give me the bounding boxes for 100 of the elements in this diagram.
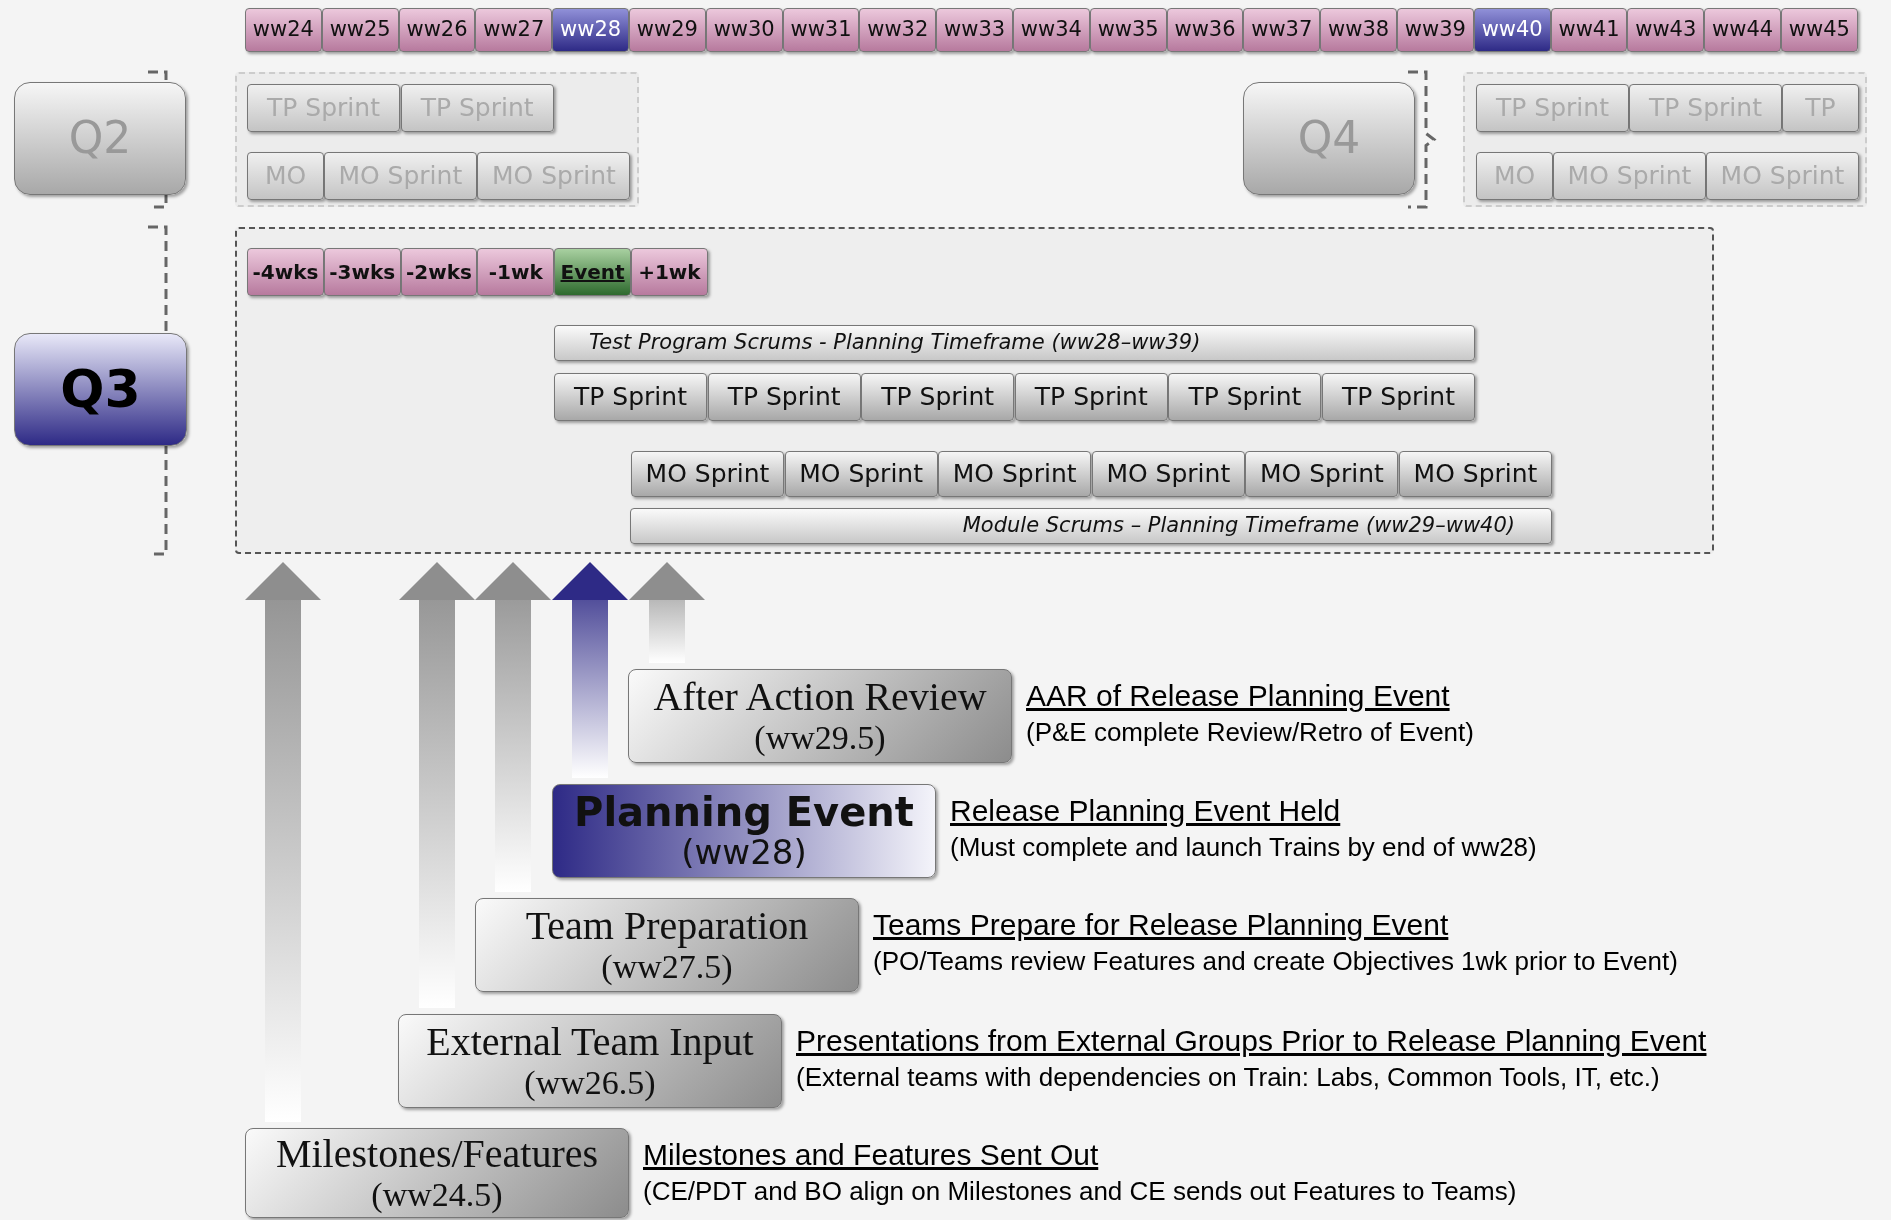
box-label: TP	[1805, 94, 1836, 122]
box-label: MO Sprint	[492, 162, 616, 190]
timeframe-bar	[554, 325, 1475, 361]
quarter-panel	[1463, 72, 1867, 207]
sprint-box	[477, 152, 631, 200]
sprint-box	[1014, 373, 1168, 421]
box-label: -1wk	[488, 261, 543, 283]
sprint-box	[1553, 152, 1706, 200]
week-offset-cell	[631, 248, 708, 296]
sprint-box	[1322, 373, 1475, 421]
box-label: ww38	[1328, 18, 1390, 42]
box-label: MO	[1493, 162, 1536, 190]
description-heading: Presentations from External Groups Prior to Release Planning Event	[796, 1024, 1707, 1058]
milestone-week: (ww27.5)	[601, 948, 733, 986]
box-label: MO	[264, 162, 307, 190]
box-label: ww43	[1635, 18, 1697, 42]
arrow	[399, 562, 475, 1008]
box-label: ww37	[1251, 18, 1313, 42]
arrow	[629, 562, 705, 663]
box-label: TP Sprint	[267, 94, 380, 122]
week-offset-cell	[400, 248, 478, 296]
box-label: TP Sprint	[1034, 383, 1148, 411]
box-label: -4wks	[252, 261, 319, 283]
box-label: MO Sprint	[338, 162, 463, 190]
sprint-box	[938, 451, 1092, 497]
sprint-box	[784, 451, 938, 497]
week-cell	[1397, 8, 1474, 52]
box-label: ww44	[1712, 18, 1774, 42]
week-cell	[1243, 8, 1321, 52]
milestone-week: (ww26.5)	[524, 1064, 656, 1102]
week-cell	[1550, 8, 1628, 52]
box-label: ww30	[713, 18, 775, 42]
sprint-box	[1168, 373, 1322, 421]
description-text: (External teams with dependencies on Train: Labs, Common Tools, IT, etc.)	[796, 1062, 1660, 1093]
milestone-title: Planning Event	[574, 790, 914, 835]
sprint-box	[1629, 84, 1782, 132]
arrow	[245, 562, 321, 1122]
milestone-week: (ww24.5)	[371, 1176, 503, 1214]
box-label: ww39	[1404, 18, 1466, 42]
box-label: MO Sprint	[1720, 162, 1845, 190]
sprint-box	[861, 373, 1015, 421]
box-label: ww35	[1097, 18, 1159, 42]
week-offset-cell	[477, 248, 555, 296]
box-label: MO Sprint	[1106, 460, 1231, 488]
milestone-week: (ww29.5)	[754, 719, 886, 757]
milestone-box	[475, 898, 859, 992]
week-cell	[1166, 8, 1244, 52]
sprint-box	[1782, 84, 1859, 132]
milestone-title: Team Preparation	[525, 904, 809, 949]
box-label: Q3	[60, 360, 141, 419]
week-cell	[782, 8, 860, 52]
box-label: TP Sprint	[574, 383, 687, 411]
week-cell	[1781, 8, 1858, 52]
box-label: ww28	[560, 18, 622, 42]
week-cell	[629, 8, 706, 52]
sprint-box	[1476, 84, 1629, 132]
sprint-box	[400, 84, 554, 132]
week-cell	[1704, 8, 1781, 52]
box-label: MO Sprint	[645, 460, 770, 488]
week-offset-cell	[323, 248, 401, 296]
week-cell	[705, 8, 783, 52]
description-heading: AAR of Release Planning Event	[1026, 679, 1450, 713]
sprint-box	[323, 152, 477, 200]
week-cell	[936, 8, 1013, 52]
box-label: TP Sprint	[1342, 383, 1455, 411]
week-cell	[1089, 8, 1167, 52]
description-heading: Teams Prepare for Release Planning Event	[873, 908, 1449, 942]
week-cell	[1473, 8, 1551, 52]
milestone-title: External Team Input	[426, 1020, 754, 1065]
box-label: ww34	[1020, 18, 1082, 42]
box-label: TP Sprint	[881, 383, 995, 411]
box-label: TP Sprint	[1496, 94, 1609, 122]
box-label: Q4	[1297, 114, 1361, 163]
week-cell	[1320, 8, 1397, 52]
milestone-week: (ww28)	[681, 834, 807, 872]
week-cell	[245, 8, 322, 52]
quarter-box	[1243, 82, 1415, 195]
box-label: TP Sprint	[727, 383, 841, 411]
box-label: MO Sprint	[1413, 460, 1538, 488]
sprint-box	[1476, 152, 1553, 200]
sprint-box	[1706, 152, 1859, 200]
box-label: Q2	[68, 114, 132, 163]
box-label: ww32	[867, 18, 929, 42]
sprint-box	[631, 451, 784, 497]
sprint-box	[247, 152, 324, 200]
box-label: -3wks	[329, 261, 396, 283]
timeframe-bar	[630, 508, 1552, 544]
quarter-box	[14, 333, 187, 446]
box-label: ww29	[636, 18, 698, 42]
description-heading: Milestones and Features Sent Out	[643, 1138, 1099, 1172]
box-label: ww24	[252, 18, 314, 42]
sprint-box	[247, 84, 400, 132]
box-label: MO Sprint	[1260, 460, 1384, 488]
box-label: MO Sprint	[1567, 162, 1692, 190]
description-text: (CE/PDT and BO align on Milestones and CE sends out Features to Teams)	[643, 1176, 1517, 1207]
box-label: Event	[560, 261, 625, 283]
week-cell	[1627, 8, 1705, 52]
milestone-title: Milestones/Features	[275, 1132, 599, 1177]
week-offset-cell	[247, 248, 324, 296]
milestone-title: After Action Review	[653, 675, 987, 720]
